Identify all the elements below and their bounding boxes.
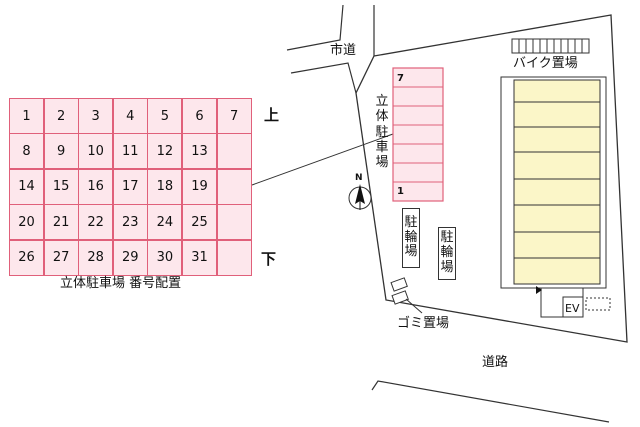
parking-space-cell: 28 <box>78 239 114 276</box>
building-units <box>513 79 601 285</box>
north-label: N <box>355 173 363 183</box>
parking-space-cell: 22 <box>78 204 114 241</box>
parking-space-cell: 24 <box>147 204 183 241</box>
city-road-edge <box>290 62 357 94</box>
building-unit-dividers <box>514 101 600 259</box>
garbage-bin <box>391 290 409 305</box>
parking-space-cell: 23 <box>112 204 148 241</box>
parking-space-cell: 14 <box>9 168 44 205</box>
north-arrow-icon <box>348 184 372 210</box>
grid-caption: 立体駐車場 番号配置 <box>60 276 182 291</box>
dashed-area <box>585 297 611 311</box>
parking-space-cell: 1 <box>9 98 44 134</box>
callout-line <box>251 133 394 186</box>
parking-space-cell: 17 <box>112 168 148 205</box>
city-road-edge <box>286 4 344 51</box>
parking-space-cell: 11 <box>112 133 148 170</box>
parking-space-cell: 8 <box>9 133 44 170</box>
elevator-label: EV <box>565 302 580 315</box>
upper-level-label: 上 <box>264 106 280 124</box>
parking-space-cell: 20 <box>9 204 44 241</box>
parking-space-cell: 13 <box>182 133 217 170</box>
parking-space-cell: 5 <box>147 98 183 134</box>
parking-space-cell: 7 <box>216 98 252 134</box>
parking-space-cell <box>216 239 252 276</box>
city-road-label: 市道 <box>330 43 357 58</box>
parking-space-cell: 10 <box>78 133 114 170</box>
parking-space-cell: 25 <box>182 204 217 241</box>
tower-top-number: 7 <box>397 73 404 84</box>
parking-space-cell: 3 <box>78 98 114 134</box>
road-label: 道路 <box>482 355 509 370</box>
parking-space-cell: 2 <box>43 98 79 134</box>
parking-space-cell: 27 <box>43 239 79 276</box>
parking-space-cell <box>216 168 252 205</box>
garbage-callout <box>405 298 423 314</box>
parking-space-cell: 9 <box>43 133 79 170</box>
elevator-box <box>562 296 584 318</box>
parking-space-cell: 21 <box>43 204 79 241</box>
tower-parking <box>392 67 444 202</box>
tower-dividers <box>393 86 443 183</box>
lower-level-label: 下 <box>261 250 277 268</box>
bike-parking-rack <box>511 38 590 54</box>
parking-space-cell: 4 <box>112 98 148 134</box>
parking-space-cell: 30 <box>147 239 183 276</box>
tower-bottom-number: 1 <box>397 186 404 197</box>
bicycle-parking-right: 駐輪場 <box>438 227 456 280</box>
parking-space-cell: 15 <box>43 168 79 205</box>
bicycle-parking-label: 駐輪場 <box>404 214 418 260</box>
parking-space-cell: 19 <box>182 168 217 205</box>
parking-space-cell <box>216 204 252 241</box>
bicycle-parking-label: 駐輪場 <box>440 230 454 275</box>
bike-rack-dividers <box>518 39 583 53</box>
entrance-arrow-icon <box>536 286 542 294</box>
parking-space-cell: 26 <box>9 239 44 276</box>
parking-space-cell: 31 <box>182 239 217 276</box>
parking-space-cell <box>216 133 252 170</box>
parking-space-cell: 6 <box>182 98 217 134</box>
parking-space-cell: 29 <box>112 239 148 276</box>
bicycle-parking-left: 駐輪場 <box>402 208 420 268</box>
tower-parking-label: 立体駐車場 <box>375 94 389 171</box>
garbage-bin <box>390 277 408 292</box>
front-road-edge <box>371 380 610 423</box>
bike-parking-label: バイク置場 <box>513 56 578 71</box>
garbage-label: ゴミ置場 <box>397 316 450 331</box>
parking-space-cell: 16 <box>78 168 114 205</box>
parking-space-cell: 12 <box>147 133 183 170</box>
parking-space-cell: 18 <box>147 168 183 205</box>
property-boundary <box>355 14 628 343</box>
